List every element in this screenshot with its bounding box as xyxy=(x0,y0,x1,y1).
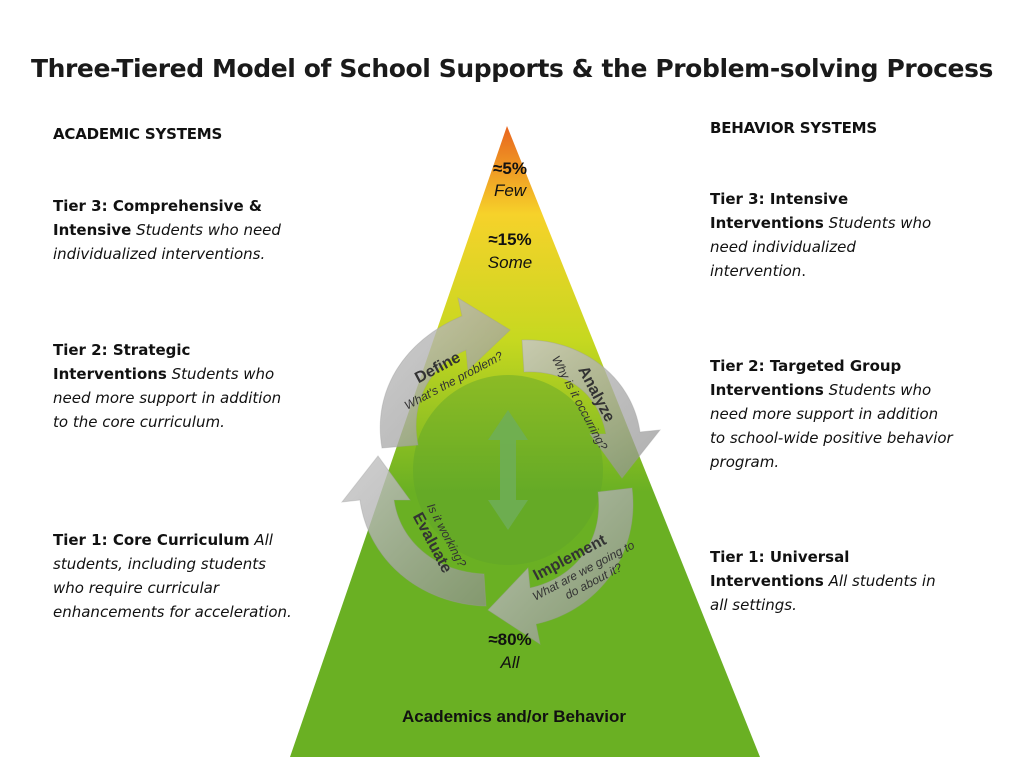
center-double-arrow xyxy=(488,410,528,530)
behavior-tier-3-tail: . xyxy=(801,262,807,280)
behavior-tier-3: Tier 3: Intensive Interventions Students… xyxy=(710,187,955,283)
level-all-word: All xyxy=(500,653,521,672)
academic-tier-1: Tier 1: Core Curriculum All students, in… xyxy=(53,528,293,624)
level-few-word: Few xyxy=(494,181,528,200)
implement-arrow xyxy=(487,487,634,646)
academic-tier-1-desc: All students, including students who req… xyxy=(53,531,292,621)
level-few-pct: ≈5% xyxy=(493,159,527,178)
academic-tier-3-label: Tier 3: Comprehensive & Intensive xyxy=(53,197,262,239)
academic-systems-column: ACADEMIC SYSTEMS Tier 3: Comprehensive &… xyxy=(53,122,293,662)
academic-tier-3-desc: Students who need individualized interve… xyxy=(53,221,281,263)
behavior-tier-1: Tier 1: Universal Interventions All stud… xyxy=(710,545,955,617)
level-some-pct: ≈15% xyxy=(488,230,531,249)
behavior-tier-2-desc: Students who need more support in additi… xyxy=(710,381,953,471)
behavior-tier-1-desc: All students in all settings. xyxy=(710,572,936,614)
problem-solving-cycle xyxy=(340,296,662,646)
academic-systems-heading: ACADEMIC SYSTEMS xyxy=(53,125,223,143)
pyramid-shape xyxy=(290,126,760,757)
level-some-word: Some xyxy=(488,253,532,272)
behavior-tier-2-label: Tier 2: Targeted Group Interventions xyxy=(710,357,902,399)
academic-tier-2-desc: Students who need more support in additi… xyxy=(53,365,282,431)
behavior-tier-3-label: Tier 3: Intensive Interventions xyxy=(710,190,849,232)
analyze-arrow xyxy=(521,339,662,479)
behavior-systems-heading: BEHAVIOR SYSTEMS xyxy=(710,119,878,137)
behavior-tier-3-desc: Students who need individualized interve… xyxy=(710,214,932,280)
academic-tier-2-label: Tier 2: Strategic Interventions xyxy=(53,341,191,383)
academic-tier-2: Tier 2: Strategic Interventions Students… xyxy=(53,338,293,434)
academic-tier-1-label: Tier 1: Core Curriculum xyxy=(53,531,250,549)
behavior-tier-1-label: Tier 1: Universal Interventions xyxy=(710,548,850,590)
behavior-systems-column: BEHAVIOR SYSTEMS Tier 3: Intensive Inter… xyxy=(710,116,955,636)
pyramid-base-label: Academics and/or Behavior xyxy=(402,707,626,726)
evaluate-arrow xyxy=(340,455,487,607)
academic-tier-3: Tier 3: Comprehensive & Intensive Studen… xyxy=(53,194,293,266)
define-arrow xyxy=(379,296,511,449)
behavior-tier-2: Tier 2: Targeted Group Interventions Stu… xyxy=(710,354,955,474)
page-title: Three-Tiered Model of School Supports & … xyxy=(30,54,994,83)
level-all-pct: ≈80% xyxy=(488,630,531,649)
